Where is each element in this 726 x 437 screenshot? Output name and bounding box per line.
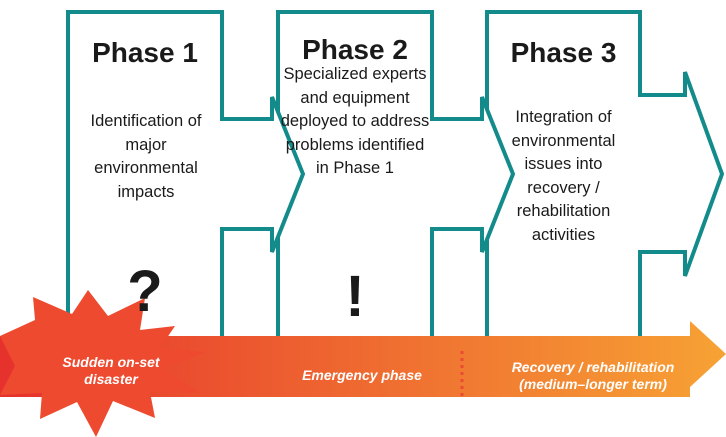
phase-2-description: Specialized experts and equipment deploy… [280, 65, 430, 177]
phase-3-description: Integration of environmental issues into… [511, 108, 616, 244]
phase-1-description: Identification of major environmental im… [90, 112, 202, 201]
disaster-burst [0, 290, 205, 437]
emergency-phase-label: Emergency phase [302, 367, 422, 383]
disaster-label: Sudden on-set disaster [62, 354, 160, 387]
phase-2-title: Phase 2 [302, 34, 408, 65]
phase-1-title: Phase 1 [92, 37, 198, 68]
question-mark-icon: ? [127, 259, 163, 324]
timeline-arrow [0, 321, 726, 397]
recovery-phase-label: Recovery / rehabilitation (medium–longer… [511, 359, 675, 392]
phase-3-title: Phase 3 [510, 37, 617, 68]
exclamation-mark-icon: ! [345, 264, 365, 329]
